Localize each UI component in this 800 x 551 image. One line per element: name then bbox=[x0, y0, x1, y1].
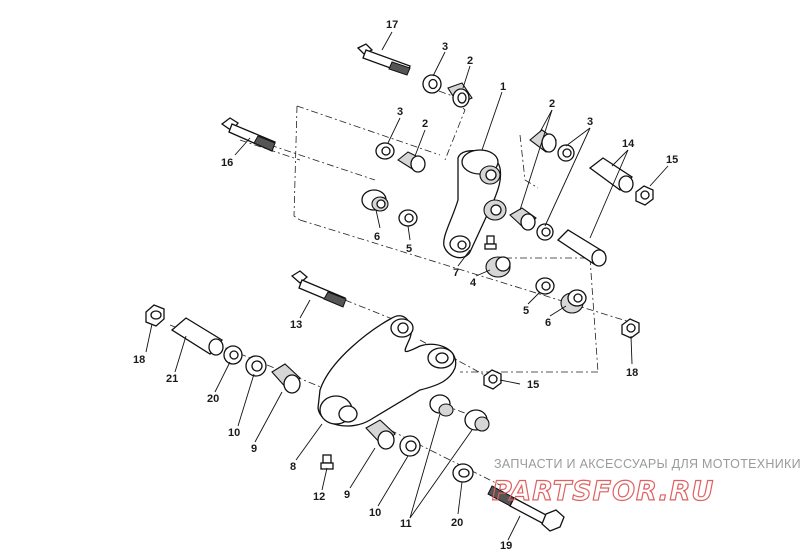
label-3-top: 3 bbox=[442, 41, 448, 53]
label-18-left: 18 bbox=[133, 354, 145, 366]
sleeve-14-bottom bbox=[556, 229, 607, 267]
bushing-2-right-top bbox=[529, 129, 557, 153]
spacer-6-left bbox=[361, 189, 389, 212]
label-2-mid: 2 bbox=[422, 118, 428, 130]
label-9-right: 9 bbox=[344, 489, 350, 501]
nut-18-right bbox=[621, 318, 640, 339]
label-15-top: 15 bbox=[666, 154, 678, 166]
label-19: 19 bbox=[500, 540, 512, 551]
sleeve-14-top bbox=[588, 157, 634, 193]
bearing-9-left bbox=[271, 363, 301, 394]
sleeve-21 bbox=[170, 317, 224, 356]
nut-18-left bbox=[145, 304, 165, 327]
bushing-2-mid bbox=[397, 151, 426, 173]
grease-nipple-7 bbox=[484, 235, 497, 250]
seal-5-right bbox=[535, 277, 555, 295]
nut-15-right bbox=[635, 185, 654, 206]
bushing-2-right-bottom bbox=[509, 207, 537, 231]
watermark: ЗАПЧАСТИ И АКСЕССУАРЫ ДЛЯ МОТОТЕХНИКИ PA… bbox=[491, 457, 800, 508]
bolt-16 bbox=[220, 117, 276, 152]
bolt-19 bbox=[487, 485, 565, 532]
label-1: 1 bbox=[500, 81, 506, 93]
watermark-logo: PARTSFOR.RU bbox=[492, 476, 714, 507]
washer-20-right bbox=[452, 463, 474, 483]
label-5-right: 5 bbox=[523, 305, 529, 317]
washer-20-left bbox=[223, 345, 243, 365]
label-21: 21 bbox=[166, 373, 178, 385]
rocker-arm-8 bbox=[317, 315, 457, 427]
nut-15-mid bbox=[483, 369, 502, 390]
label-14: 14 bbox=[622, 138, 635, 150]
seal-10-left bbox=[245, 355, 267, 377]
label-17: 17 bbox=[386, 19, 398, 31]
bearing-4 bbox=[485, 256, 511, 278]
part-number-labels: 17 3 2 1 3 2 2 3 14 15 16 6 5 7 4 5 6 13… bbox=[133, 19, 678, 551]
bolt-17 bbox=[356, 43, 411, 76]
label-20-left: 20 bbox=[207, 393, 219, 405]
washer-3-mid bbox=[375, 142, 395, 160]
grease-nipple-12 bbox=[320, 454, 334, 470]
label-6-left: 6 bbox=[374, 231, 380, 243]
assembly-guide-lines bbox=[169, 85, 631, 486]
link-arm-1 bbox=[443, 149, 507, 259]
washer-3-right-bottom bbox=[536, 223, 554, 241]
label-10-right: 10 bbox=[369, 507, 381, 519]
label-8: 8 bbox=[290, 461, 296, 473]
label-5-left: 5 bbox=[406, 243, 412, 255]
bearing-9-right bbox=[365, 419, 396, 450]
label-11: 11 bbox=[400, 518, 412, 530]
label-6-right: 6 bbox=[545, 317, 551, 329]
spacer-11-a bbox=[429, 394, 454, 417]
label-2-top: 2 bbox=[467, 55, 473, 67]
label-4: 4 bbox=[470, 277, 477, 289]
label-3-mid: 3 bbox=[397, 106, 403, 118]
washer-3-right-top bbox=[557, 144, 575, 162]
spacer-11-b bbox=[464, 409, 490, 432]
label-7: 7 bbox=[453, 267, 459, 279]
bolt-13 bbox=[290, 270, 347, 308]
bushing-2-top bbox=[447, 82, 473, 108]
label-16: 16 bbox=[221, 157, 233, 169]
seal-10-right bbox=[399, 435, 421, 457]
washer-3-top bbox=[422, 74, 442, 94]
label-13: 13 bbox=[290, 319, 302, 331]
label-10-left: 10 bbox=[228, 427, 240, 439]
label-15-mid: 15 bbox=[527, 379, 539, 391]
leader-lines bbox=[145, 31, 669, 541]
label-20-right: 20 bbox=[451, 517, 463, 529]
label-18-right: 18 bbox=[626, 367, 638, 379]
watermark-tagline: ЗАПЧАСТИ И АКСЕССУАРЫ ДЛЯ МОТОТЕХНИКИ bbox=[494, 457, 800, 471]
spacer-6-right bbox=[560, 289, 587, 314]
label-9-left: 9 bbox=[251, 443, 257, 455]
label-3-right: 3 bbox=[587, 116, 593, 128]
label-12: 12 bbox=[313, 491, 325, 503]
seal-5-left bbox=[398, 209, 418, 227]
label-2-right: 2 bbox=[549, 98, 555, 110]
